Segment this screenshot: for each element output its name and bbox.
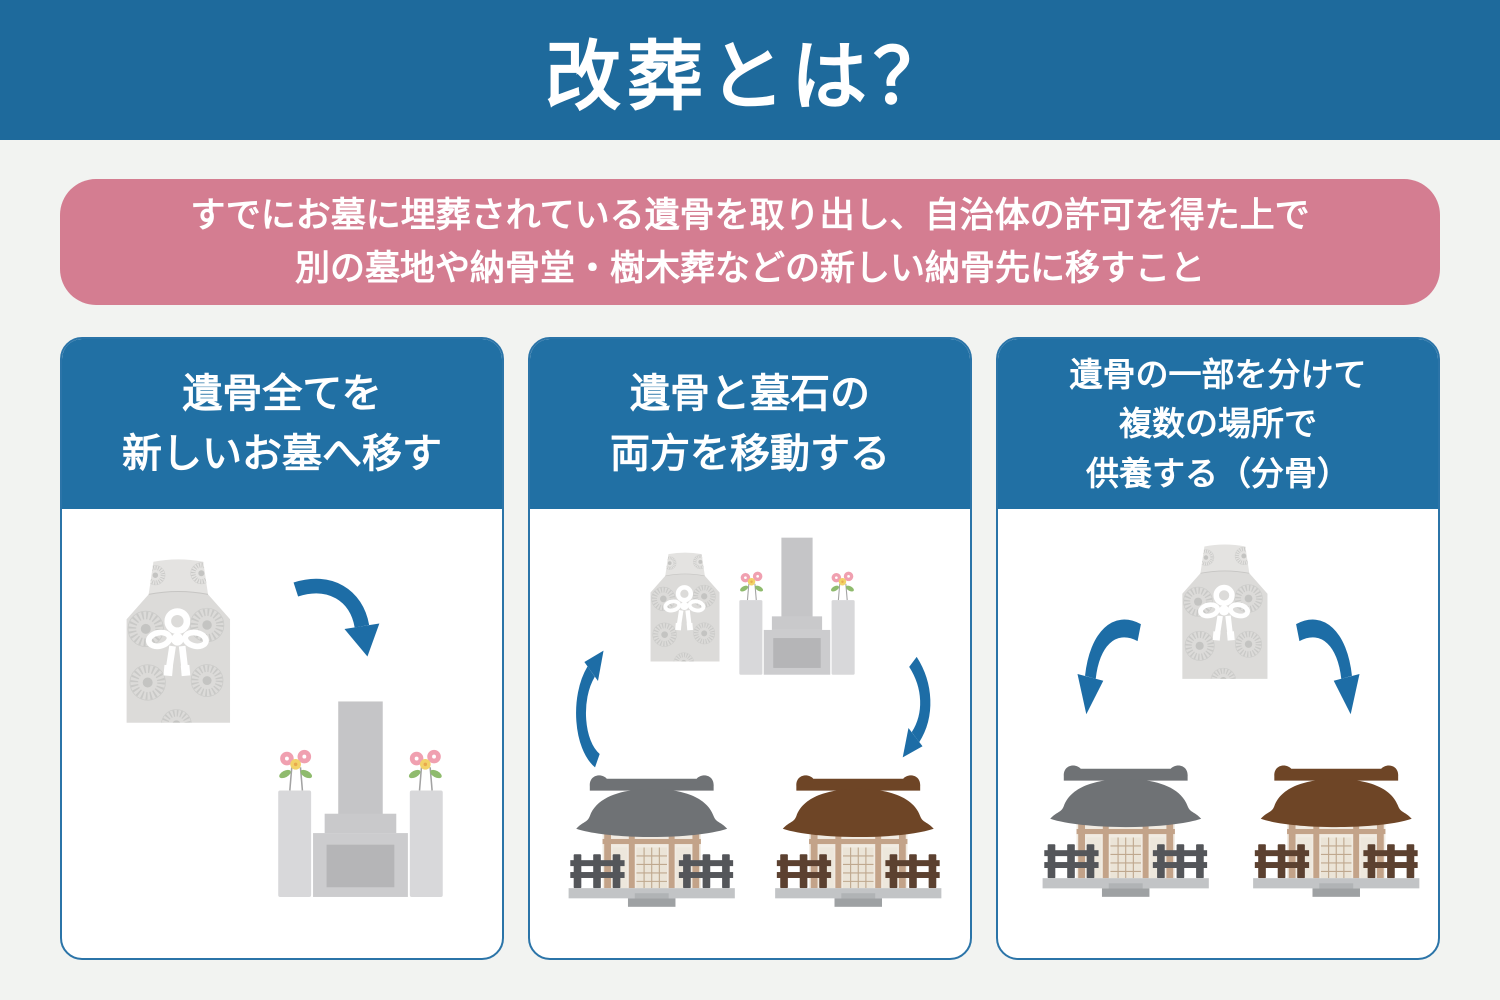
card-title-move-all-remains: 遺骨全てを 新しいお墓へ移す [62, 339, 502, 509]
card-title-line: 新しいお墓へ移す [122, 432, 442, 476]
urn-icon [651, 553, 720, 673]
temple-brown-icon [774, 774, 942, 908]
divide-remains-illustration [1042, 509, 1420, 898]
curved-arrow-down-right-icon [296, 586, 380, 656]
card-title-line: 遺骨と墓石の [630, 372, 870, 416]
card-illustration-divide-remains [998, 509, 1438, 958]
curved-arrow-up-icon [581, 651, 604, 761]
card-move-all-remains: 遺骨全てを 新しいお墓へ移す [60, 337, 504, 960]
card-divide-remains: 遺骨の一部を分けて 複数の場所で 供養する（分骨） [996, 337, 1440, 960]
temple-brown-icon [1252, 764, 1420, 898]
card-title-line: 供養する（分骨） [1086, 454, 1350, 492]
card-illustration-move-all-remains [62, 509, 502, 958]
card-title-line: 遺骨全てを [182, 372, 382, 416]
curved-arrow-down-icon [903, 662, 926, 757]
header-band: 改葬とは？ [0, 0, 1500, 140]
cards-row: 遺骨全てを 新しいお墓へ移す 遺骨と墓石の 両方を移動する [60, 337, 1440, 960]
card-title-divide-remains: 遺骨の一部を分けて 複数の場所で 供養する（分骨） [998, 339, 1438, 509]
description-box: すでにお墓に埋葬されている遺骨を取り出し、自治体の許可を得た上で 別の墓地や納骨… [60, 179, 1440, 305]
urn-icon [1182, 545, 1267, 693]
temple-gray-icon [1042, 764, 1210, 898]
curved-arrow-down-left-icon [1077, 628, 1139, 714]
gravestone-icon [278, 701, 443, 897]
card-move-remains-and-stone: 遺骨と墓石の 両方を移動する [528, 337, 972, 960]
gravestone-icon [739, 538, 855, 675]
card-title-move-remains-and-stone: 遺骨と墓石の 両方を移動する [530, 339, 970, 509]
move-all-remains-illustration [62, 509, 502, 958]
description-line1: すでにお墓に埋葬されている遺骨を取り出し、自治体の許可を得た上で [190, 195, 1310, 235]
page-title: 改葬とは？ [545, 35, 955, 120]
description-line2: 別の墓地や納骨堂・樹木葬などの新しい納骨先に移すこと [294, 249, 1205, 288]
card-illustration-move-remains-and-stone [530, 509, 970, 958]
card-title-line: 複数の場所で [1119, 405, 1317, 443]
temple-gray-icon [568, 774, 736, 908]
card-title-line: 遺骨の一部を分けて [1069, 355, 1367, 393]
urn-icon [127, 559, 230, 739]
curved-arrow-down-right-icon [1298, 628, 1360, 714]
card-title-line: 両方を移動する [610, 432, 890, 476]
move-remains-and-stone-illustration [568, 509, 942, 908]
